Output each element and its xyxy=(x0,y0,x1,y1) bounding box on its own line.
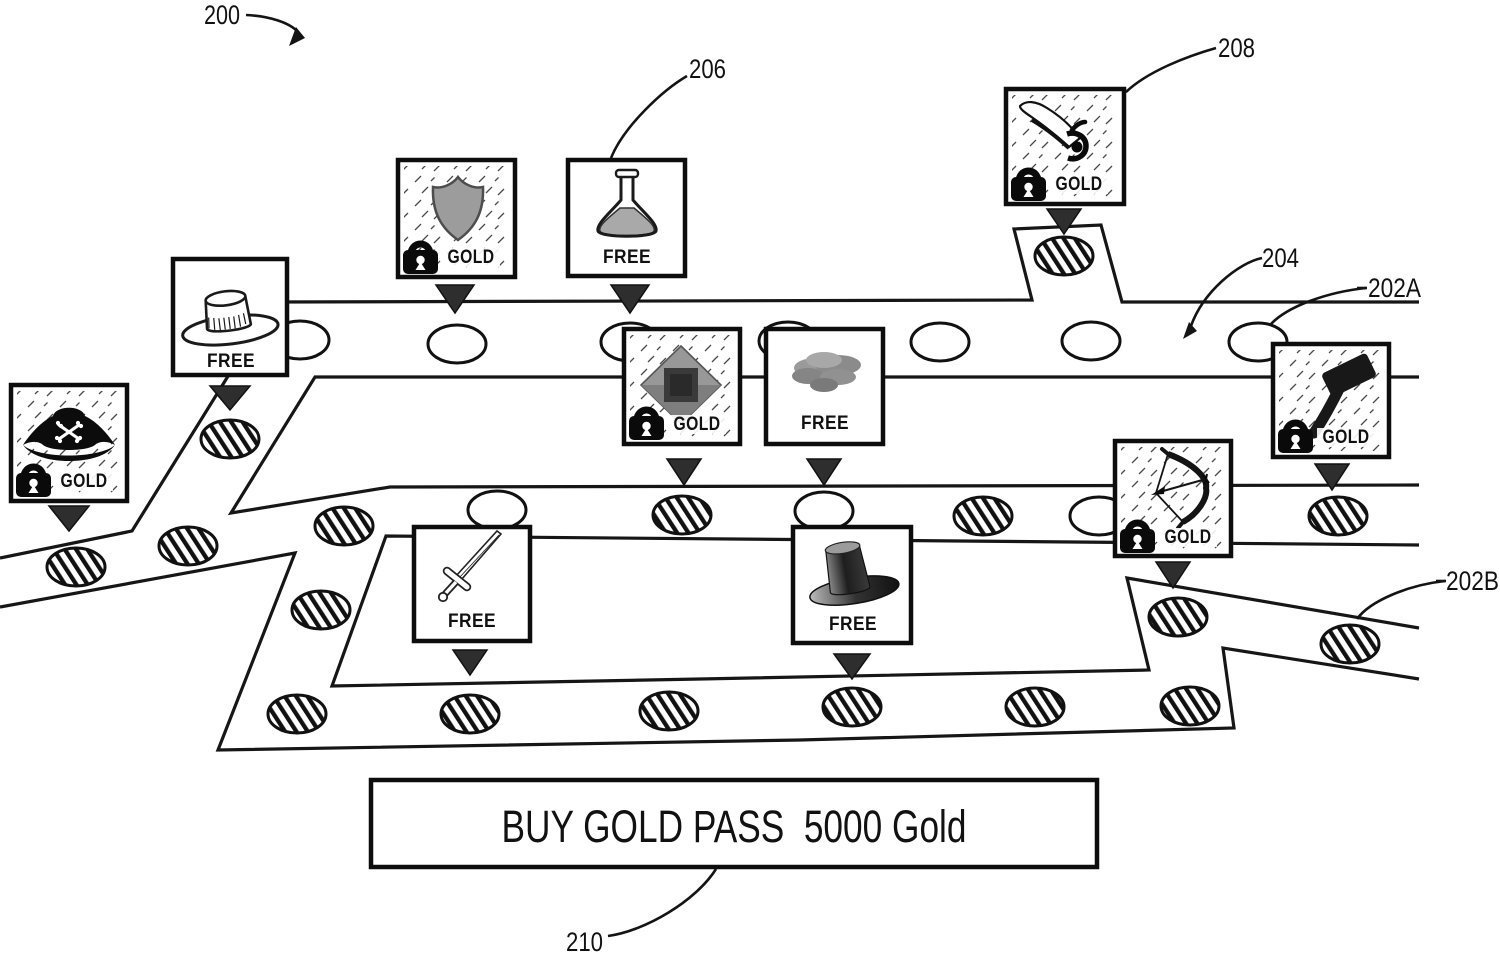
premium-slot xyxy=(439,693,501,735)
premium-slot xyxy=(313,505,375,547)
track-edge-top xyxy=(0,223,1419,560)
tier-label: FREE xyxy=(603,247,651,268)
arrow-gem xyxy=(665,458,703,487)
lock-icon xyxy=(1278,419,1313,453)
premium-slot xyxy=(821,686,883,728)
shield-icon xyxy=(431,174,485,242)
buy-button-frame[interactable] xyxy=(368,777,1100,870)
cutlass-icon xyxy=(1018,101,1089,162)
ref-206: 206 xyxy=(689,54,726,84)
ref-210: 210 xyxy=(566,927,603,954)
reference-annotations: 200 206 208 204 202A 202B 210 xyxy=(204,0,1499,954)
free-slot xyxy=(793,490,855,532)
tier-label: FREE xyxy=(207,351,255,372)
ref-202B: 202B xyxy=(1446,566,1499,596)
arrow-flask xyxy=(609,284,651,315)
lock-icon xyxy=(1120,519,1155,553)
arrow-shield xyxy=(434,284,476,315)
reward-box-hammer[interactable]: GOLD xyxy=(1270,341,1392,460)
arrow-hat xyxy=(208,385,252,412)
boater-hat-icon xyxy=(181,289,280,347)
premium-slot xyxy=(1307,495,1369,537)
premium-slot xyxy=(157,525,219,567)
arrow-cutlass xyxy=(1045,208,1083,236)
slot-pointer-arrows xyxy=(47,208,1351,681)
reward-box-top-hat[interactable]: FREE xyxy=(790,524,914,646)
reward-box-sword[interactable]: FREE xyxy=(411,524,533,644)
reward-box-bow[interactable]: GOLD xyxy=(1112,438,1234,559)
free-slot xyxy=(466,489,528,531)
leader-200 xyxy=(245,13,299,33)
tier-label: GOLD xyxy=(1165,527,1212,548)
leader-202A xyxy=(1270,286,1367,325)
flask-icon xyxy=(596,168,658,238)
ref-202A: 202A xyxy=(1368,273,1421,303)
premium-slot xyxy=(952,495,1014,537)
track-edge-bottom xyxy=(0,550,1420,752)
tier-label: GOLD xyxy=(61,471,108,492)
leader-200-arrowhead xyxy=(289,27,305,46)
top-hat-icon xyxy=(809,541,900,606)
tier-label: GOLD xyxy=(1056,174,1103,195)
premium-slot xyxy=(1319,623,1381,665)
bow-arrow-icon xyxy=(1151,447,1210,530)
gem-icon xyxy=(639,344,723,426)
leader-208 xyxy=(1125,46,1217,93)
pirate-hat-icon xyxy=(23,407,115,461)
lock-icon xyxy=(16,463,51,497)
free-slot xyxy=(909,321,971,363)
hammer-icon xyxy=(1308,353,1376,439)
leader-204 xyxy=(1189,256,1263,327)
tier-label: GOLD xyxy=(448,247,495,268)
ref-200: 200 xyxy=(204,0,240,30)
reward-box-shield[interactable]: GOLD xyxy=(395,157,518,280)
premium-slot xyxy=(1004,686,1066,728)
tier-label: GOLD xyxy=(674,414,721,435)
reward-box-flask[interactable]: FREE xyxy=(565,157,688,279)
tier-label: FREE xyxy=(801,413,849,434)
arrow-sword xyxy=(451,649,489,677)
premium-slot xyxy=(45,546,107,588)
tier-label: FREE xyxy=(448,611,496,632)
tier-label: FREE xyxy=(829,614,877,635)
arrow-hammer xyxy=(1313,463,1351,492)
ref-208: 208 xyxy=(1218,33,1255,63)
premium-slot xyxy=(199,418,261,460)
reward-box-pirate-hat[interactable]: GOLD xyxy=(8,382,130,504)
leader-202B xyxy=(1355,579,1446,620)
premium-slot xyxy=(1159,685,1221,727)
leader-210 xyxy=(607,868,718,938)
buy-gold-pass-button[interactable]: BUY GOLD PASS 5000 Gold xyxy=(368,777,1100,870)
leader-204-arrowhead xyxy=(1183,322,1197,339)
free-slot xyxy=(1060,320,1122,362)
tier-label: GOLD xyxy=(1323,427,1370,448)
free-slot xyxy=(426,323,488,365)
arrow-tophat xyxy=(832,653,872,681)
premium-slot xyxy=(266,693,328,735)
reward-box-gem[interactable]: GOLD xyxy=(621,326,743,447)
arrow-coins xyxy=(805,458,843,487)
reward-box-hat[interactable]: FREE xyxy=(170,256,290,378)
premium-slot xyxy=(1033,235,1095,277)
arrow-bow xyxy=(1154,561,1192,590)
premium-slot xyxy=(290,589,352,631)
premium-slot xyxy=(1147,596,1209,638)
lock-icon xyxy=(1011,167,1046,201)
premium-slot xyxy=(638,690,700,732)
arrow-pirate xyxy=(47,505,91,533)
ref-204: 204 xyxy=(1262,243,1299,273)
coins-icon xyxy=(792,352,861,392)
track-edge-lower-mid xyxy=(329,534,1420,688)
sword-icon xyxy=(437,529,503,603)
leader-206 xyxy=(609,74,688,159)
lock-icon xyxy=(403,240,438,274)
reward-box-cutlass[interactable]: GOLD xyxy=(1003,86,1127,207)
lock-icon xyxy=(629,406,664,440)
buy-button-label[interactable]: BUY GOLD PASS 5000 Gold xyxy=(502,801,967,852)
premium-slot xyxy=(651,494,713,536)
reward-box-coins[interactable]: FREE xyxy=(763,326,886,447)
